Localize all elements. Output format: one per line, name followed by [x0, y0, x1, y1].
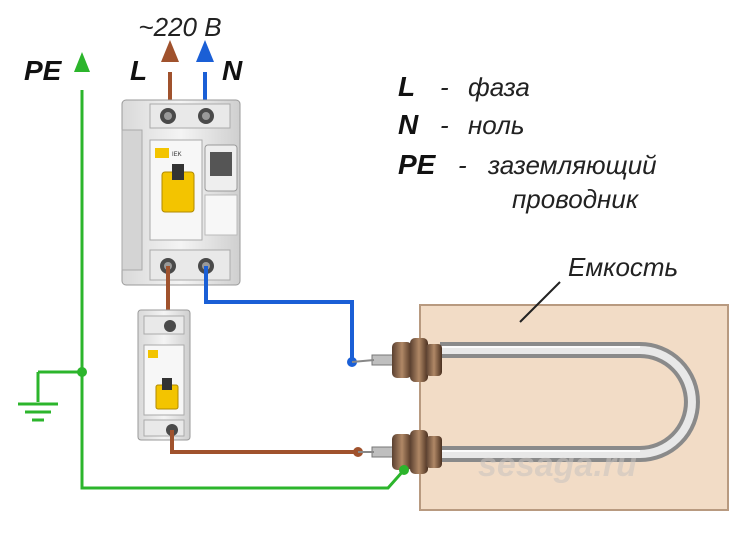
phase-wire-out	[170, 430, 358, 454]
watermark: sesaga.ru	[478, 446, 637, 484]
tank-label: Емкость	[568, 252, 678, 282]
heating-element	[440, 342, 700, 462]
rcbo-device: IEK	[121, 99, 241, 286]
legend-symbol-l: L	[398, 71, 415, 102]
legend-text-pe: заземляющий	[487, 150, 657, 180]
lower-terminal	[371, 430, 442, 474]
phase-arrow	[161, 40, 179, 62]
legend-text-pe-2: проводник	[512, 184, 640, 214]
earth-symbol-icon	[18, 402, 58, 422]
ground-junction	[77, 367, 87, 377]
l-label: L	[130, 55, 147, 86]
legend-dash-n: -	[440, 110, 449, 140]
tank-label-leader	[519, 281, 561, 323]
pe-tank-junction	[399, 465, 409, 475]
neutral-wire-out	[204, 266, 354, 362]
pe-label: PE	[24, 55, 63, 86]
voltage-label: ~220 В	[138, 12, 221, 42]
legend: L - фаза N - ноль PE - заземляющий прово…	[398, 71, 657, 214]
neutral-arrow	[196, 40, 214, 62]
mcb-device	[137, 309, 191, 441]
legend-symbol-pe: PE	[398, 149, 437, 180]
tank	[419, 304, 729, 511]
legend-text-n: ноль	[468, 110, 525, 140]
legend-dash-l: -	[440, 72, 449, 102]
legend-symbol-n: N	[398, 109, 419, 140]
svg-text:IEK: IEK	[172, 152, 182, 158]
n-label: N	[222, 55, 243, 86]
pe-wire	[80, 90, 406, 490]
upper-terminal	[371, 338, 442, 382]
legend-dash-pe: -	[458, 150, 467, 180]
pe-arrow	[74, 52, 90, 72]
legend-text-l: фаза	[468, 72, 530, 102]
